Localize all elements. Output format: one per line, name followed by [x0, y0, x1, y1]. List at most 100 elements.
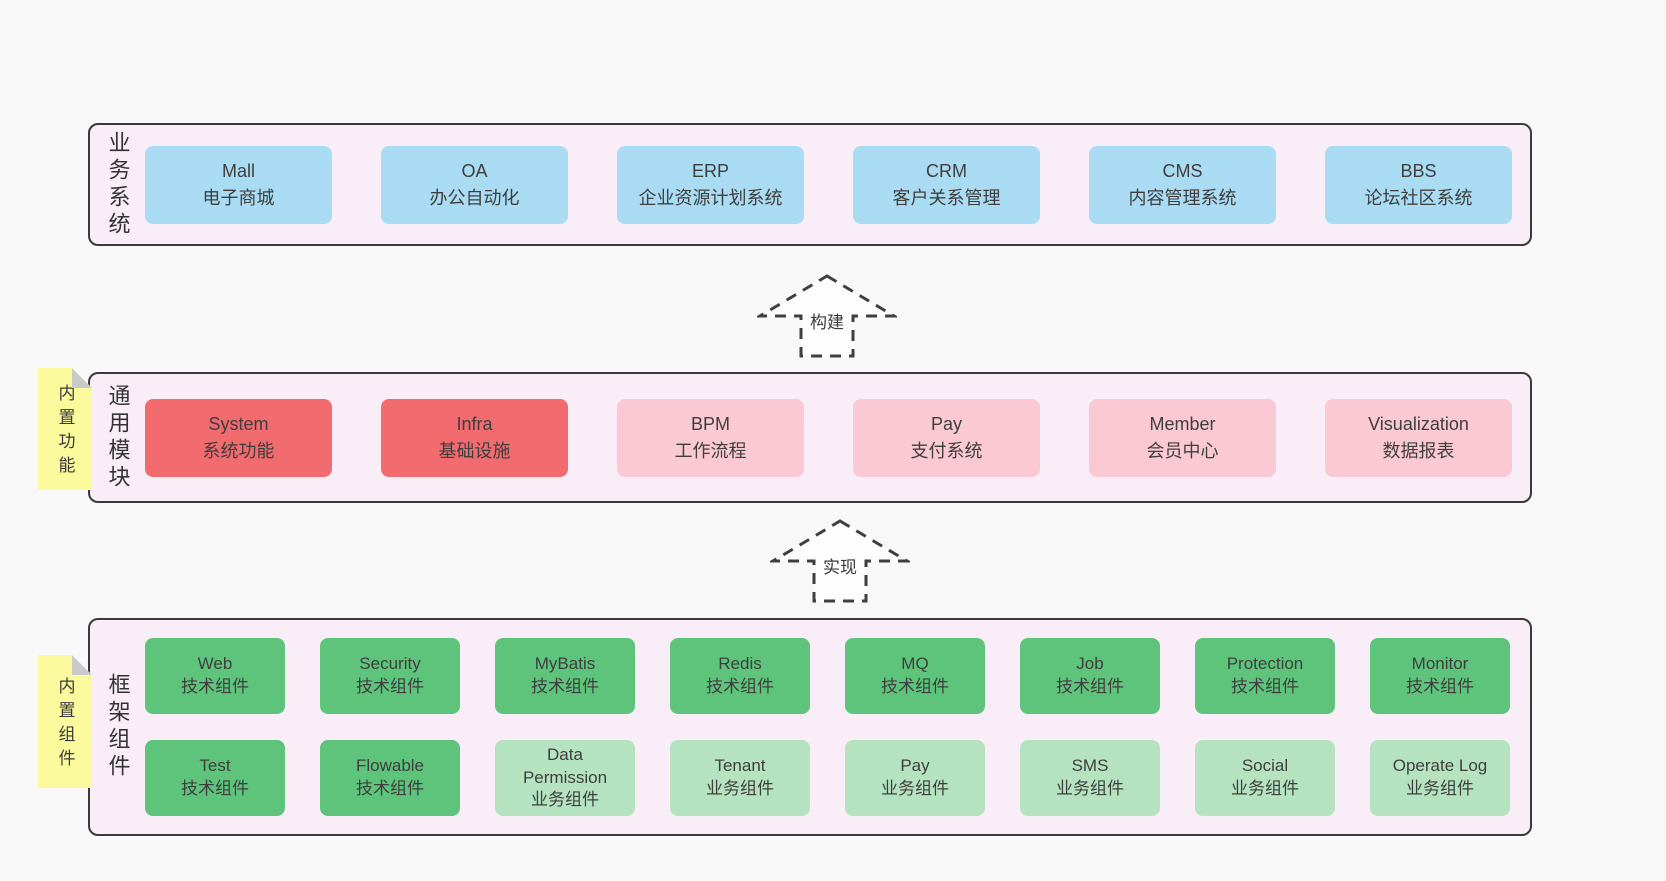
box-desc: 业务组件 [531, 790, 599, 810]
box-name: Web [197, 654, 233, 674]
box-desc: 技术组件 [1231, 677, 1299, 696]
box-job: Job 技术组件 [1020, 638, 1160, 714]
box-desc: 客户关系管理 [892, 187, 1001, 208]
sticky-note-builtin-components: 内置组件 [38, 655, 92, 788]
build-arrow: 构建 [757, 273, 897, 359]
box-desc: 电子商城 [202, 187, 275, 208]
folded-corner-icon [72, 368, 92, 388]
box-desc: 技术组件 [356, 779, 424, 798]
layer-common-modules: 通用模块 System 系统功能 Infra 基础设施 BPM 工作流程 Pay 支付系统 Me… [88, 372, 1532, 503]
box-test: Test 技术组件 [145, 740, 285, 816]
box-web: Web 技术组件 [145, 638, 285, 714]
box-crm: CRM 客户关系管理 [853, 145, 1040, 224]
box-desc: 技术组件 [531, 677, 599, 696]
box-desc: 技术组件 [181, 779, 249, 798]
box-name: Protection [1226, 654, 1304, 674]
box-desc: 技术组件 [706, 677, 774, 696]
box-desc: 办公自动化 [429, 187, 520, 208]
box-name: CRM [926, 160, 967, 181]
box-name: System [208, 413, 269, 434]
box-desc: 技术组件 [181, 677, 249, 696]
box-pay: Pay 支付系统 [853, 398, 1040, 477]
box-desc: 支付系统 [910, 440, 983, 461]
box-name: SMS [1071, 756, 1109, 776]
box-name: Security [359, 654, 421, 674]
box-desc: 技术组件 [881, 677, 949, 696]
box-desc: 技术组件 [356, 677, 424, 696]
layer-label-wrap: 通用模块 [90, 374, 145, 501]
box-name: Test [199, 756, 231, 776]
box-infra: Infra 基础设施 [381, 398, 568, 477]
box-name: Pay [930, 413, 963, 434]
box-desc: 技术组件 [1056, 677, 1124, 696]
box-mall: Mall 电子商城 [145, 145, 332, 224]
box-name: Data Permission [522, 744, 608, 787]
box-cms: CMS 内容管理系统 [1089, 145, 1276, 224]
box-security: Security 技术组件 [320, 638, 460, 714]
box-desc: 系统功能 [202, 440, 275, 461]
box-name: MyBatis [534, 654, 596, 674]
box-desc: 业务组件 [1056, 779, 1124, 798]
box-name: Member [1149, 413, 1216, 434]
sticky-note-builtin-features: 内置功能 [38, 368, 92, 490]
layer-label-wrap: 框架组件 [90, 620, 145, 834]
box-name: BPM [690, 413, 730, 434]
box-mq: MQ 技术组件 [845, 638, 985, 714]
box-desc: 业务组件 [881, 779, 949, 798]
box-desc: 会员中心 [1146, 440, 1219, 461]
implement-arrow-label: 实现 [818, 552, 862, 579]
box-bpm: BPM 工作流程 [617, 398, 804, 477]
sticky-note-text: 内置组件 [55, 676, 75, 773]
box-system: System 系统功能 [145, 398, 332, 477]
box-sms: SMS 业务组件 [1020, 740, 1160, 816]
box-desc: 企业资源计划系统 [638, 187, 783, 208]
box-flowable: Flowable 技术组件 [320, 740, 460, 816]
box-name: Tenant [714, 756, 766, 776]
build-arrow-label: 构建 [805, 307, 849, 334]
box-name: OA [461, 160, 488, 181]
folded-corner-icon [72, 655, 92, 675]
layer-label-modules: 通用模块 [105, 383, 131, 492]
box-desc: 工作流程 [674, 440, 747, 461]
box-oa: OA 办公自动化 [381, 145, 568, 224]
implement-arrow: 实现 [770, 518, 910, 604]
box-name: Social [1241, 756, 1289, 776]
box-data-permission: Data Permission 业务组件 [495, 740, 635, 816]
box-operate-log: Operate Log 业务组件 [1370, 740, 1510, 816]
box-name: Visualization [1368, 413, 1469, 434]
box-name: Infra [456, 413, 493, 434]
modules-box-row: System 系统功能 Infra 基础设施 BPM 工作流程 Pay 支付系统 Member 会… [145, 398, 1512, 477]
sticky-note-text: 内置功能 [55, 384, 75, 480]
box-member: Member 会员中心 [1089, 398, 1276, 477]
box-name: BBS [1400, 160, 1437, 181]
box-name: CMS [1162, 160, 1203, 181]
box-desc: 业务组件 [1231, 779, 1299, 798]
box-protection: Protection 技术组件 [1195, 638, 1335, 714]
box-desc: 基础设施 [438, 440, 511, 461]
box-pay: Pay 业务组件 [845, 740, 985, 816]
box-name: MQ [901, 654, 929, 674]
box-desc: 内容管理系统 [1128, 187, 1237, 208]
box-name: Job [1076, 654, 1104, 674]
components-box-row-2: Test 技术组件 Flowable 技术组件 Data Permission 业务组件 T… [145, 740, 1510, 816]
box-desc: 技术组件 [1406, 677, 1474, 696]
box-name: Flowable [355, 756, 425, 776]
box-name: Operate Log [1392, 756, 1488, 776]
box-name: Pay [900, 756, 930, 776]
layer-label-business: 业务系统 [105, 130, 131, 239]
box-name: Mall [221, 160, 255, 181]
box-desc: 业务组件 [1406, 779, 1474, 798]
box-mybatis: MyBatis 技术组件 [495, 638, 635, 714]
box-social: Social 业务组件 [1195, 740, 1335, 816]
